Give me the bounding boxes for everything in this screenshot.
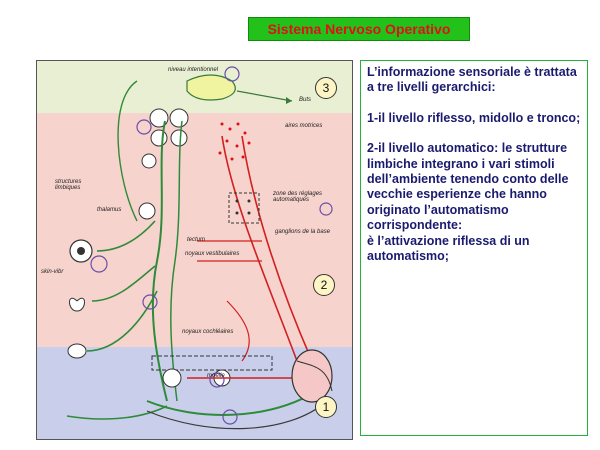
- label-thalamus: thalamus: [97, 207, 122, 213]
- intentional-arc: [186, 74, 236, 101]
- label-skin: skin-vibr: [41, 269, 64, 275]
- level-badge-3: 3: [315, 77, 337, 99]
- level-2-conclusion: è l’attivazione riflessa di un automatis…: [367, 233, 530, 264]
- nervous-system-diagram: niveau intentionnel Buts aires motrices …: [36, 60, 353, 440]
- buts-line: [236, 90, 293, 102]
- label-zone-reglages: zone des réglages automatiques: [273, 191, 323, 203]
- label-moelle: moelle: [207, 373, 225, 379]
- label-aires-motrices: aires motrices: [285, 123, 323, 129]
- label-niveau-intentionnel: niveau intentionnel: [168, 67, 219, 73]
- pathway-drawing: [66, 66, 333, 430]
- buts-arrow: [286, 97, 292, 104]
- zone-level-2: [37, 113, 352, 347]
- level-badge-1: 1: [315, 396, 337, 418]
- explanation-panel: L’informazione sensoriale è trattata a t…: [360, 60, 588, 436]
- label-noyaux-vestibulaires: noyaux vestibulaires: [185, 251, 240, 257]
- label-noyaux-cochleaires: noyaux cochléaires: [182, 329, 234, 335]
- level-2-body: 2-il livello automatico: le strutture li…: [367, 141, 569, 233]
- level-2-text: 2-il livello automatico: le strutture li…: [367, 141, 583, 264]
- intro-text: L’informazione sensoriale è trattata a t…: [367, 65, 577, 95]
- label-buts: Buts: [299, 97, 312, 103]
- label-structures-limbiques: structures limbiques: [55, 179, 82, 191]
- level-badge-2: 2: [313, 274, 335, 296]
- neuron-body: [150, 129, 168, 147]
- title-banner: Sistema Nervoso Operativo: [248, 17, 470, 41]
- neuron-body: [170, 129, 188, 147]
- neuron-body: [149, 108, 169, 128]
- thalamus-body: [138, 202, 156, 220]
- level-1-text: 1-il livello riflesso, midollo e tronco;: [367, 110, 581, 125]
- neuron-body: [169, 108, 189, 128]
- label-tectum: tectum: [187, 237, 206, 243]
- page-title: Sistema Nervoso Operativo: [267, 21, 451, 37]
- label-ganglions: ganglions de la base: [275, 229, 331, 235]
